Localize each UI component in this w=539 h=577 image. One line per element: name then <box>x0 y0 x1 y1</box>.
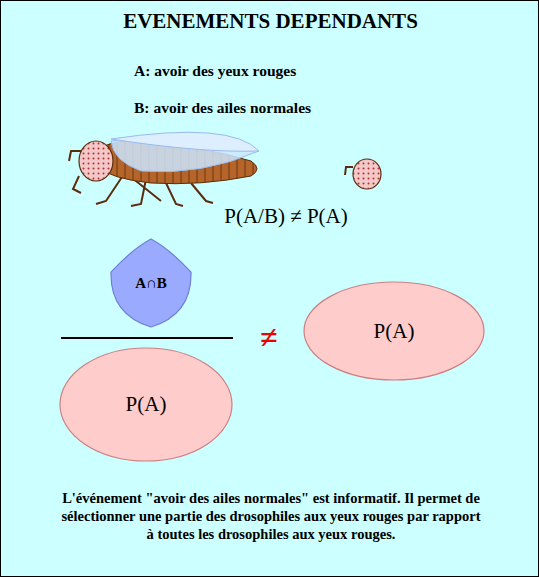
event-definition: A: avoir des yeux rouges <box>134 62 296 80</box>
node-label: P(A) <box>374 319 415 344</box>
caption: L'événement "avoir des ailes normales" e… <box>61 489 481 543</box>
node-label: P(A) <box>126 392 167 417</box>
event-definition: B: avoir des ailes normales <box>134 99 311 117</box>
title: EVENEMENTS DEPENDANTS <box>1 9 539 34</box>
fraction-bar <box>61 337 233 339</box>
node-label: A∩B <box>135 275 167 292</box>
eye-drawing <box>345 159 381 189</box>
fly-drawing <box>69 132 259 206</box>
formula: P(A/B) ≠ P(A) <box>224 204 348 229</box>
not-equal-sign: ≠ <box>260 319 278 356</box>
probability-ellipse: P(A) <box>303 281 485 381</box>
intersection-shape: A∩B <box>109 238 193 328</box>
probability-ellipse: P(A) <box>59 347 233 462</box>
